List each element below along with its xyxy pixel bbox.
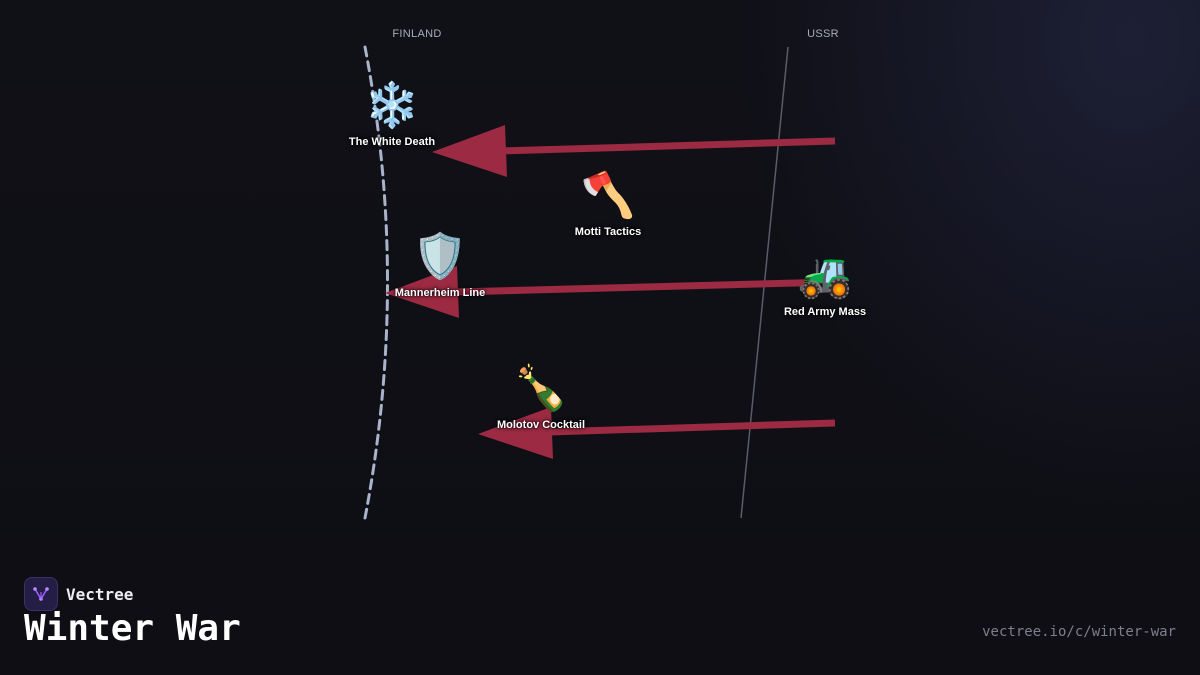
finland-front-line bbox=[363, 45, 389, 520]
snowflake-icon: ❄️ bbox=[364, 80, 420, 131]
node-label: Red Army Mass bbox=[783, 306, 867, 318]
brand: Vectree bbox=[24, 577, 133, 611]
attack-arrow-white-death bbox=[432, 125, 836, 177]
node-label: Mannerheim Line bbox=[394, 287, 486, 299]
node-label: Motti Tactics bbox=[574, 226, 642, 238]
node-molotov-cocktail: 🍾 Molotov Cocktail bbox=[497, 363, 585, 431]
node-white-death: ❄️ The White Death bbox=[349, 80, 435, 148]
shield-icon: 🛡️ bbox=[412, 231, 468, 282]
tractor-icon: 🚜 bbox=[797, 250, 853, 301]
node-motti-tactics: 🪓 Motti Tactics bbox=[575, 170, 641, 238]
ussr-label: USSR bbox=[807, 28, 839, 40]
attack-arrow-molotov-cocktail bbox=[478, 407, 836, 459]
finland-label: FINLAND bbox=[392, 28, 442, 40]
node-mannerheim-line: 🛡️ Mannerheim Line bbox=[395, 231, 485, 299]
node-label: Molotov Cocktail bbox=[496, 419, 586, 431]
node-red-army-mass: 🚜 Red Army Mass bbox=[784, 250, 866, 318]
brand-name: Vectree bbox=[66, 584, 134, 604]
vectree-logo-icon bbox=[24, 577, 58, 611]
attack-arrow-mannerheim-line bbox=[385, 266, 836, 318]
bottle-icon: 🍾 bbox=[513, 363, 569, 414]
source-url[interactable]: vectree.io/c/winter-war bbox=[982, 624, 1176, 640]
node-label: The White Death bbox=[348, 136, 436, 148]
page-title: Winter War bbox=[24, 608, 241, 649]
axe-icon: 🪓 bbox=[580, 170, 636, 221]
